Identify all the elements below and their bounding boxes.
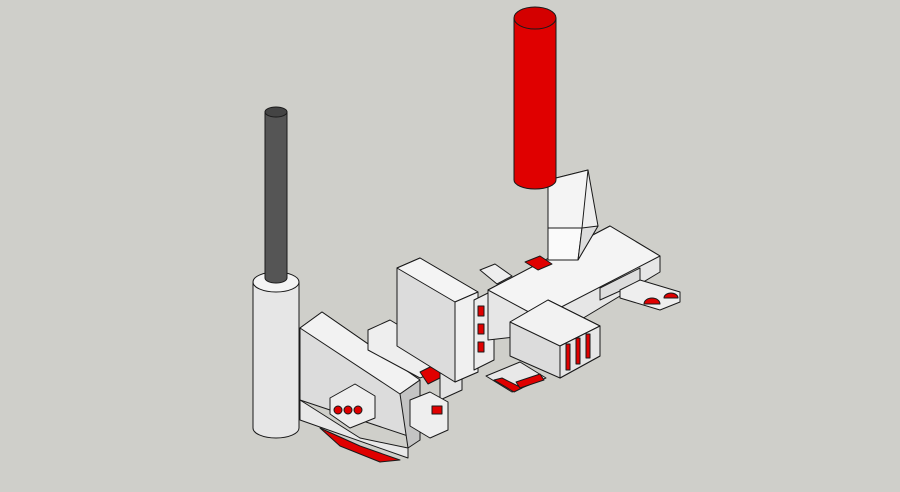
middle-block xyxy=(396,257,495,383)
tower-block xyxy=(547,169,599,261)
right-block xyxy=(485,299,601,393)
right-wing xyxy=(619,279,681,311)
dark-chimney xyxy=(264,106,288,284)
white-silo xyxy=(252,271,300,439)
red-chimney xyxy=(513,6,557,190)
